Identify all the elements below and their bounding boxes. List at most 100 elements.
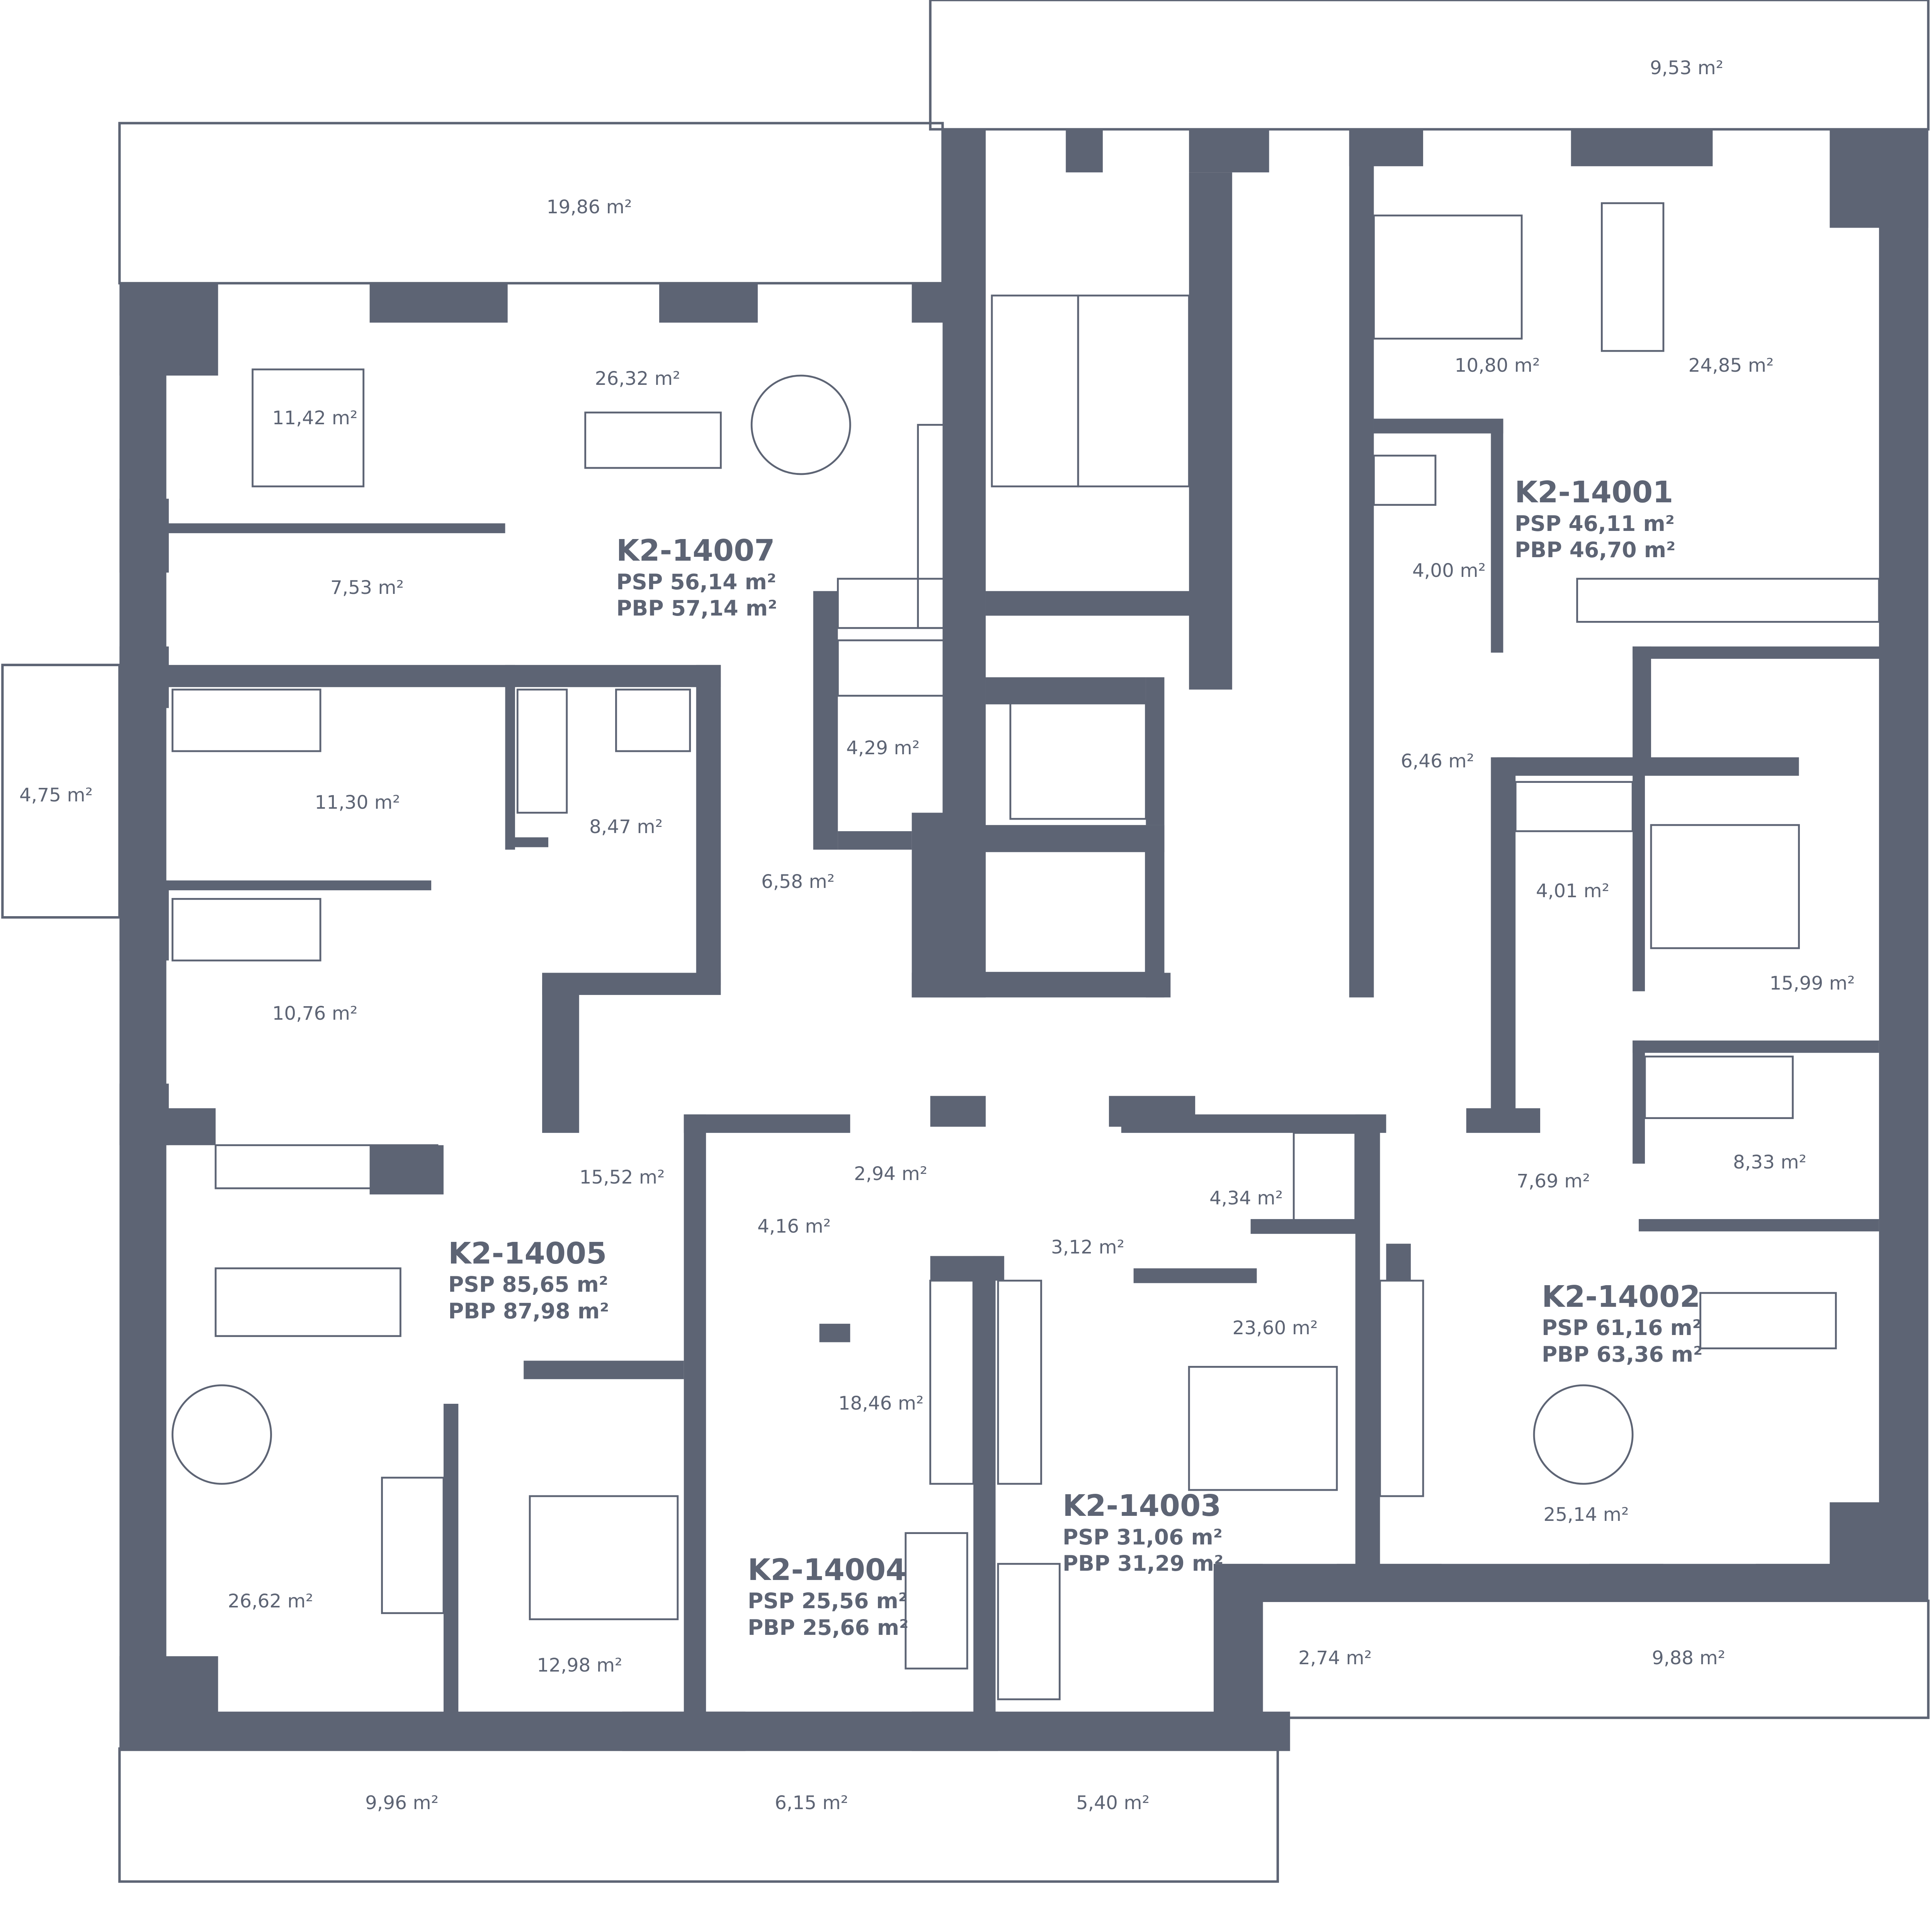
bathtub	[1514, 781, 1634, 832]
balcony-outline	[118, 1747, 1279, 1883]
wall	[119, 283, 218, 376]
dining-table	[172, 1384, 272, 1485]
room-area-bedroom: 8,33 m²	[1733, 1151, 1807, 1173]
wall	[511, 837, 549, 847]
wall	[1491, 757, 1516, 1127]
wall	[659, 283, 758, 323]
wall	[912, 1711, 998, 1751]
single-bed	[1644, 1055, 1794, 1119]
bed	[1650, 824, 1800, 949]
dining-table	[750, 374, 851, 475]
wall	[930, 1256, 1004, 1281]
wall	[838, 831, 912, 850]
unit-code: K2-14004	[748, 1553, 906, 1587]
elevator-shaft	[960, 849, 1147, 974]
wall	[166, 880, 432, 891]
room-area-balcony: 5,40 m²	[1076, 1792, 1150, 1814]
unit-label-k2-14001: K2-14001 PSP 46,11 m² PBP 46,70 m²	[1515, 475, 1675, 563]
wall	[930, 825, 1165, 852]
room-area-bedroom: 11,42 m²	[272, 407, 358, 429]
wall	[1121, 1114, 1386, 1133]
kitchen-counter	[997, 1279, 1042, 1485]
room-area-bathroom: 4,16 m²	[757, 1216, 831, 1238]
room-area-living: 24,85 m²	[1688, 354, 1774, 376]
room-area-studio: 23,60 m²	[1232, 1317, 1318, 1339]
room-area-balcony: 2,74 m²	[1298, 1647, 1372, 1669]
room-area-studio: 18,46 m²	[838, 1393, 924, 1415]
wall	[119, 646, 169, 708]
wall	[369, 1145, 444, 1195]
wall	[986, 677, 1146, 704]
unit-code: K2-14005	[448, 1236, 607, 1271]
wall	[1633, 769, 1645, 992]
kitchen-counter	[1379, 1279, 1424, 1497]
wall	[1355, 1114, 1380, 1570]
bed	[1373, 214, 1523, 340]
wall	[930, 1096, 986, 1127]
wall	[369, 283, 508, 323]
floor-plan-drawing	[1, 0, 1930, 1883]
bed	[1188, 1366, 1338, 1491]
wall	[1337, 1564, 1442, 1601]
wall	[542, 985, 579, 1133]
room-area-living: 26,32 m²	[595, 367, 680, 389]
wall	[1633, 646, 1651, 770]
kitchen-island	[214, 1267, 401, 1337]
wall	[1374, 418, 1503, 434]
room-area-bathroom: 4,34 m²	[1209, 1187, 1283, 1209]
room-area-hall: 15,52 m²	[579, 1167, 665, 1189]
wall	[119, 498, 169, 573]
unit-psp: PSP 85,65 m²	[448, 1272, 608, 1297]
wall	[1879, 129, 1929, 1601]
room-area-balcony: 9,88 m²	[1651, 1647, 1726, 1669]
wall	[1633, 1040, 1645, 1164]
unit-label-k2-14005: K2-14005 PSP 85,65 m² PBP 87,98 m²	[448, 1236, 609, 1325]
room-area-bathroom: 4,00 m²	[1412, 560, 1486, 582]
room-area-balcony-top-right: 9,53 m²	[1650, 57, 1724, 79]
wall	[1189, 129, 1269, 173]
sofa	[997, 1563, 1061, 1701]
room-area-bedroom: 11,30 m²	[315, 792, 400, 813]
single-bed	[172, 898, 321, 962]
unit-pbp: PBP 25,66 m²	[748, 1615, 909, 1640]
wall	[443, 1403, 459, 1749]
wall	[1633, 646, 1891, 659]
wall	[505, 665, 515, 850]
sofa	[381, 1476, 445, 1614]
wall	[166, 665, 721, 687]
sofa	[1699, 1292, 1837, 1349]
shower	[615, 689, 691, 752]
staircase	[1077, 294, 1190, 488]
unit-pbp: PBP 63,36 m²	[1542, 1342, 1703, 1367]
bed	[252, 368, 365, 488]
room-area-bathroom: 8,47 m²	[589, 816, 663, 838]
wall	[973, 1256, 996, 1749]
room-area-hall: 7,69 m²	[1516, 1170, 1590, 1192]
wall	[819, 1323, 850, 1342]
wall	[986, 591, 1196, 616]
room-area-living: 26,62 m²	[228, 1590, 313, 1612]
room-area-hall: 2,94 m²	[854, 1163, 928, 1185]
kitchen-counter	[929, 1279, 975, 1485]
wall	[1066, 129, 1103, 173]
wall	[912, 973, 1171, 998]
bed	[529, 1495, 679, 1621]
unit-label-k2-14007: K2-14007 PSP 56,14 m² PBP 57,14 m²	[616, 533, 777, 622]
wall	[813, 591, 838, 850]
sofa	[584, 412, 722, 469]
wall	[1250, 1219, 1362, 1234]
room-area-bedroom: 12,98 m²	[537, 1655, 622, 1677]
unit-label-k2-14004: K2-14004 PSP 25,56 m² PBP 25,66 m²	[748, 1553, 908, 1641]
wall	[1639, 1219, 1879, 1231]
wall	[696, 665, 721, 985]
room-area-hall: 3,12 m²	[1051, 1236, 1125, 1258]
room-area-living: 25,14 m²	[1543, 1504, 1629, 1526]
sofa	[905, 1532, 968, 1670]
unit-psp: PSP 31,06 m²	[1063, 1524, 1223, 1549]
room-area-balcony-top-left: 19,86 m²	[546, 196, 632, 218]
sofa	[1601, 202, 1665, 352]
shower	[1293, 1132, 1357, 1226]
wall	[166, 523, 505, 533]
unit-pbp: PBP 87,98 m²	[448, 1299, 609, 1324]
room-area-bathroom: 4,29 m²	[846, 737, 920, 759]
